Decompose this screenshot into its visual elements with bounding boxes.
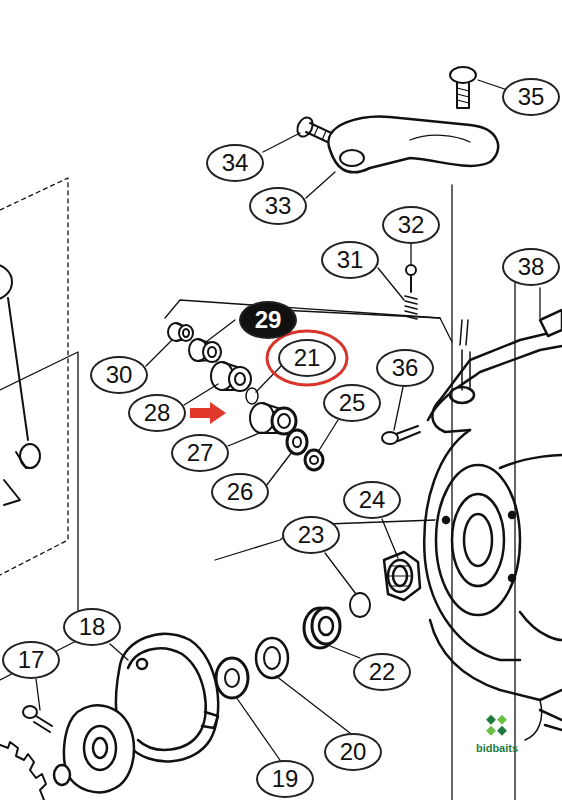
left-screw [4, 298, 40, 505]
red-arrow [190, 402, 226, 424]
callout-number: 28 [128, 394, 186, 432]
callout-number: 30 [90, 356, 148, 394]
screw [382, 426, 420, 444]
callout-number: 26 [211, 473, 269, 511]
pin-and-spring [405, 265, 417, 319]
screw [23, 706, 52, 732]
callout-number: 23 [282, 516, 340, 554]
ring [350, 593, 370, 617]
callout-number: 25 [323, 384, 381, 422]
bail-support [328, 117, 498, 173]
callout-number: 38 [502, 248, 560, 286]
callout-number: 29 [239, 301, 297, 339]
callout-number: 24 [343, 481, 401, 519]
callout-number: 18 [63, 608, 121, 646]
gear-plate [54, 705, 134, 792]
callout-number: 32 [382, 206, 440, 244]
callout-number: 27 [171, 434, 229, 472]
bearing [304, 608, 340, 648]
highlight-circle [267, 331, 347, 385]
partial-callout [0, 264, 12, 300]
washers [216, 638, 288, 698]
dashed-outline [0, 178, 68, 575]
callout-number: 34 [206, 144, 264, 182]
watermark: bidbaits [476, 742, 518, 754]
callout-number: 20 [324, 733, 382, 771]
callout-number: 17 [2, 641, 60, 679]
rotor-body [424, 310, 562, 740]
callout-number: 35 [502, 78, 560, 116]
gear [0, 742, 46, 800]
callout-number: 21 [278, 339, 336, 377]
leader-lines [36, 80, 540, 763]
screw [450, 67, 476, 108]
callout-number: 31 [321, 241, 379, 279]
callout-number: 33 [249, 187, 307, 225]
callout-number: 36 [376, 349, 434, 387]
watermark-logo [486, 715, 507, 736]
nut [384, 552, 420, 600]
callout-number: 19 [256, 760, 314, 798]
callout-number: 22 [353, 653, 411, 691]
